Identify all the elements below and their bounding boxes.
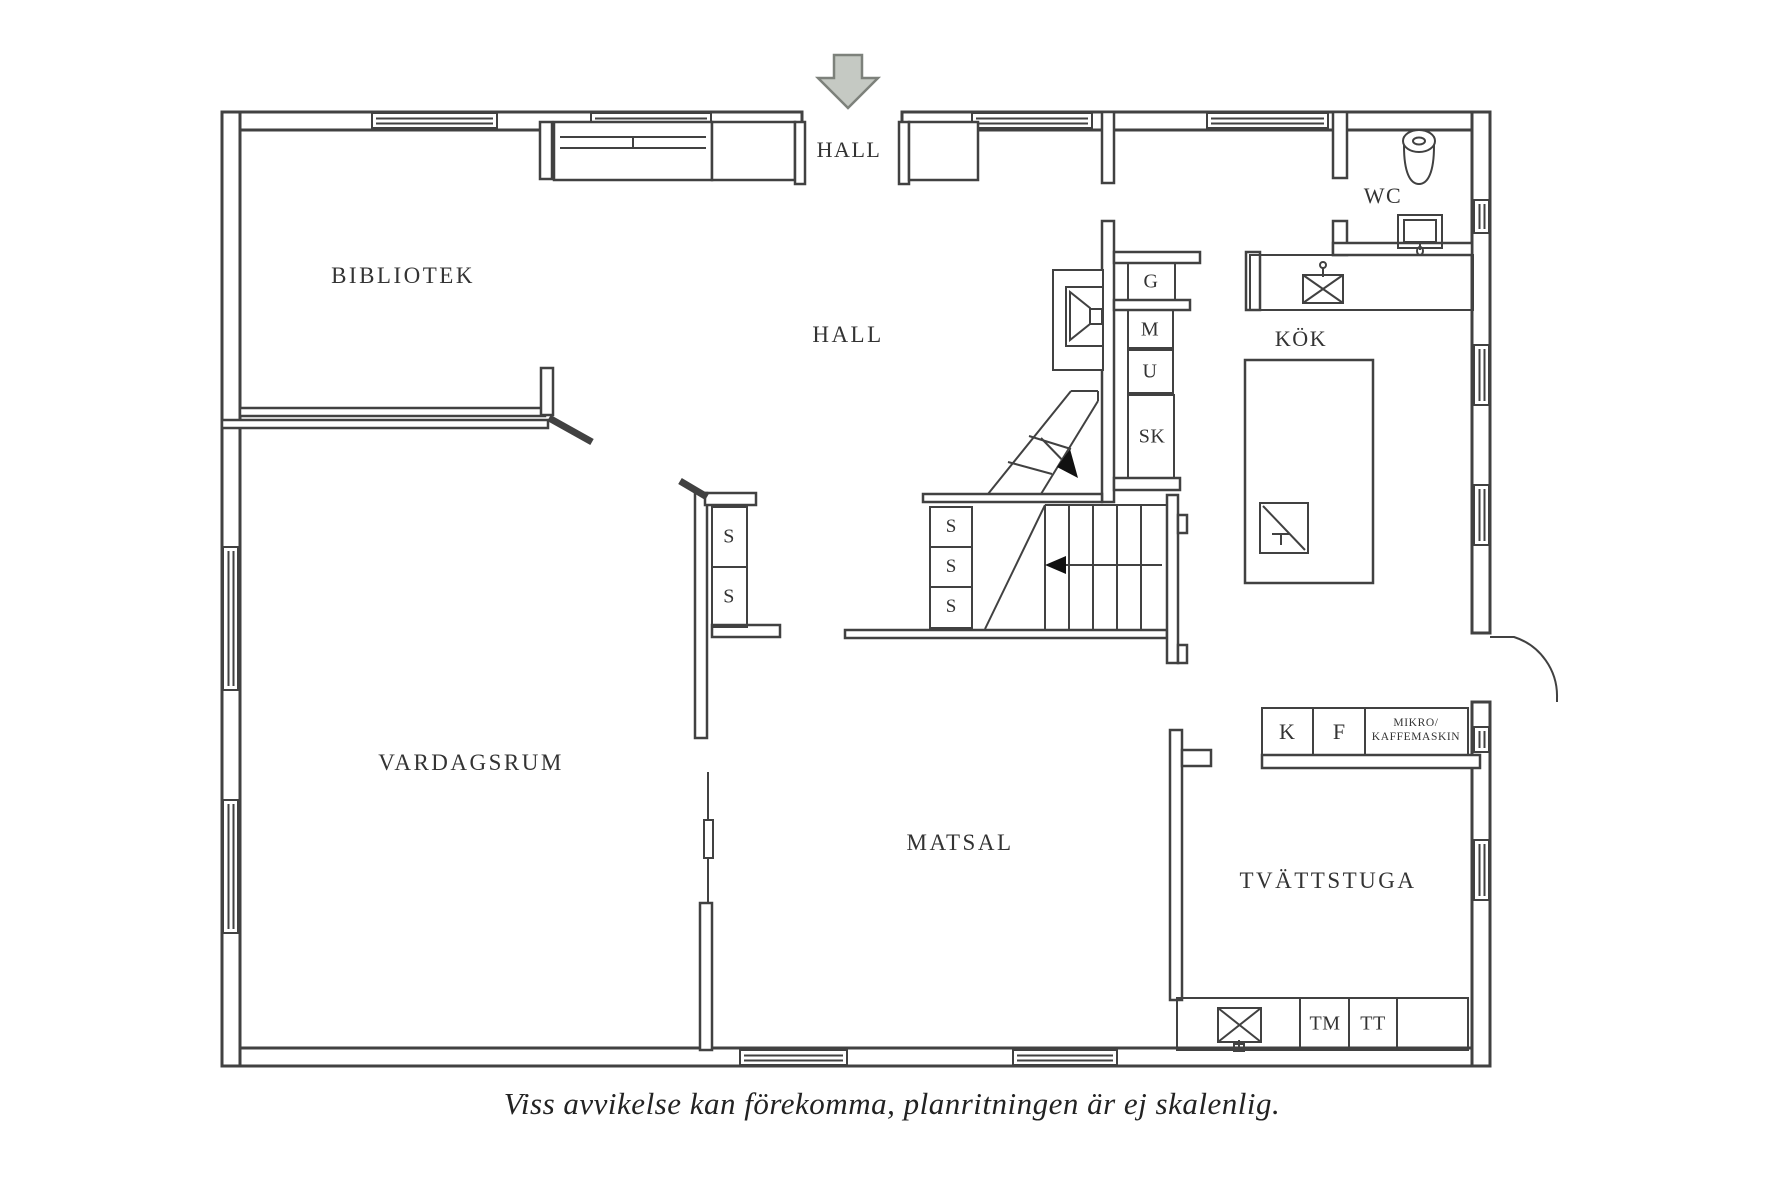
appliance-label-freezer: F [1332,719,1346,744]
closet-label-s3: S [945,516,957,537]
fireplace-icon [1052,269,1104,371]
laundry-sink-icon [1217,1007,1262,1052]
appliance-label-micro-line2: KAFFEMASKIN [1371,731,1461,743]
room-label-tvattstuga: TVÄTTSTUGA [1239,868,1417,893]
appliance-label-micro: MIKRO/ KAFFEMASKIN [1372,717,1460,745]
room-label-vardagsrum: VARDAGSRUM [378,750,564,775]
appliance-label-micro-line1: MIKRO/ [1393,717,1439,730]
laundry-counter [1176,997,1469,1052]
kitchen-sink-icon [1302,261,1344,304]
room-label-bibliotek: BIBLIOTEK [331,263,475,288]
disclaimer-caption: Viss avvikelse kan förekomma, planritnin… [503,1086,1281,1121]
room-label-matsal: MATSAL [906,830,1014,855]
kitchen-counter [1249,254,1474,311]
appliance-label-fridge: K [1279,719,1295,744]
closet-label-g: G [1143,270,1159,293]
stairs [984,390,1167,630]
kitchen-island [1243,358,1375,585]
appliance-label-tm: TM [1309,1012,1341,1035]
sliding-door [703,772,714,903]
entrance-arrow-icon [814,53,882,110]
washbasin-icon [1397,214,1443,256]
door-swing-icon [1490,636,1559,702]
stove-icon [1259,502,1309,554]
closet-label-u: U [1142,360,1158,383]
angled-jambs [547,414,709,501]
interior-walls [220,110,1482,1052]
closet-label-m: M [1140,318,1160,341]
cabinet-boxes [560,136,1469,756]
closet-label-s4: S [945,556,957,577]
stairs-up-arrow-icon [1057,449,1078,478]
closet-label-s2: S [723,585,735,608]
room-label-hall-main: HALL [812,322,884,347]
toilet-icon [1402,129,1436,186]
stairs-down-arrow-icon [1045,556,1066,574]
room-label-wc: WC [1363,183,1403,208]
appliance-label-tt: TT [1360,1012,1386,1035]
room-label-kok: KÖK [1274,326,1328,351]
closet-label-s5: S [945,596,957,617]
room-label-hall-top: HALL [816,137,882,162]
closet-label-sk: SK [1138,425,1166,448]
closet-label-s1: S [723,525,735,548]
